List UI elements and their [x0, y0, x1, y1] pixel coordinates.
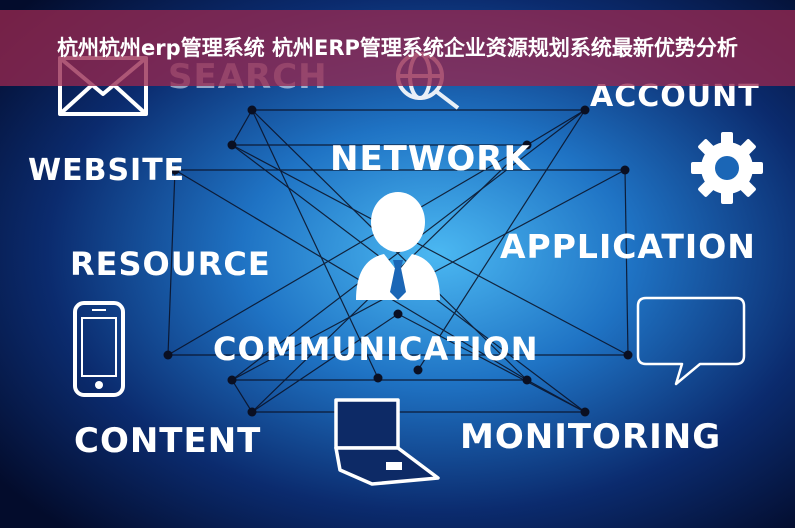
word-content: CONTENT: [74, 421, 261, 461]
laptop-icon: [334, 398, 440, 486]
smartphone-icon: [73, 301, 125, 397]
user-icon: [356, 192, 440, 300]
title-banner: 杭州杭州erp管理系统 杭州ERP管理系统企业资源规划系统最新优势分析: [0, 10, 795, 86]
network-nodes: [163, 105, 633, 417]
word-application: APPLICATION: [500, 227, 756, 266]
page-title: 杭州杭州erp管理系统 杭州ERP管理系统企业资源规划系统最新优势分析: [57, 36, 738, 60]
word-monitoring: MONITORING: [460, 417, 721, 457]
word-resource: RESOURCE: [70, 245, 271, 283]
word-website: WEBSITE: [28, 153, 185, 188]
gear-icon: [691, 132, 763, 204]
speech-bubble-icon: [636, 296, 746, 386]
word-network: NETWORK: [330, 139, 531, 179]
word-communication: COMMUNICATION: [213, 330, 539, 368]
